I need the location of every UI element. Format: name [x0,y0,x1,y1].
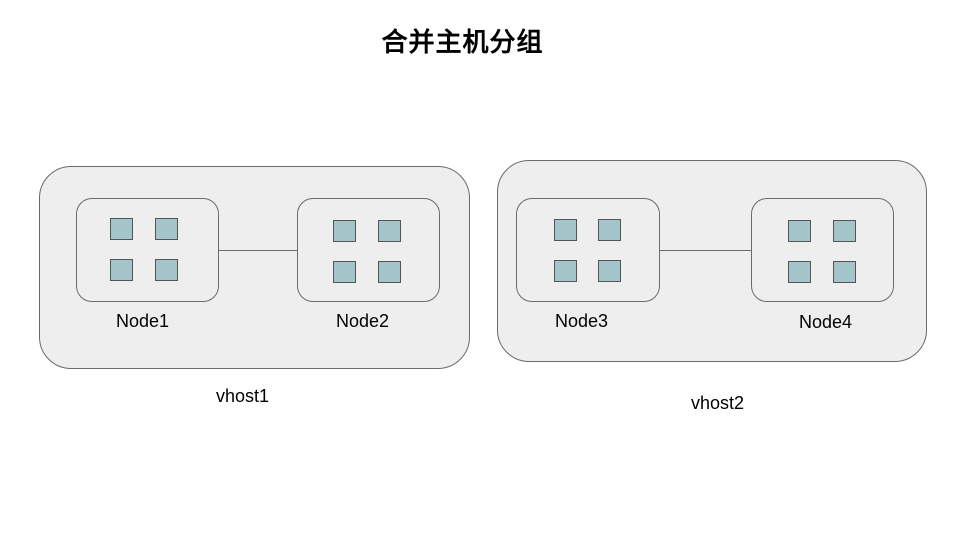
node-link-node1-node2 [218,250,298,251]
node-cell [788,220,811,242]
node-cell [378,261,401,283]
node-box-node4 [751,198,894,302]
node-label-node4: Node4 [799,312,853,332]
node-cell [110,218,133,240]
node-box-node3 [516,198,660,302]
node-label-node1: Node1 [116,311,170,331]
host-label-vhost1: vhost1 [216,386,270,406]
node-cell [554,219,577,241]
node-link-node3-node4 [659,250,752,251]
node-label-node3: Node3 [555,311,609,331]
node-cell [598,260,621,282]
node-cell [788,261,811,283]
node-box-node1 [76,198,219,302]
page-title: 合并主机分组 [381,28,544,58]
node-cell [155,218,178,240]
node-cell [155,259,178,281]
node-cell [554,260,577,282]
node-cell [333,261,356,283]
host-label-vhost2: vhost2 [691,393,745,413]
node-cell [598,219,621,241]
node-box-node2 [297,198,440,302]
node-cell [833,220,856,242]
node-cell [378,220,401,242]
node-cell [110,259,133,281]
node-label-node2: Node2 [336,311,390,331]
node-cell [333,220,356,242]
node-cell [833,261,856,283]
